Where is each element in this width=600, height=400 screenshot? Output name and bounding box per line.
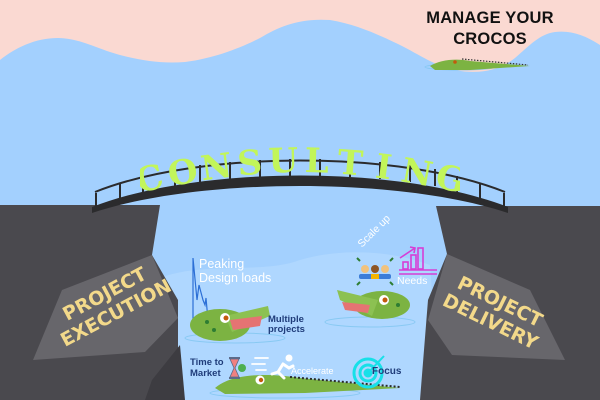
water-light xyxy=(155,252,440,400)
consulting-letter: I xyxy=(373,147,394,189)
team-scale-up-icon xyxy=(356,257,394,286)
consulting-letter: N xyxy=(398,151,436,196)
crocodile-right xyxy=(337,290,410,319)
peaking-label: Peaking Design loads xyxy=(199,257,271,285)
time-to-market-line-2: Market xyxy=(190,368,221,379)
consulting-letter: T xyxy=(336,143,364,185)
crocodile-bottom xyxy=(215,375,401,394)
peaking-graph-line xyxy=(192,257,209,330)
right-cliff-face xyxy=(428,254,565,360)
time-to-market-line-1: Time to xyxy=(190,357,224,368)
pink-header-band xyxy=(0,0,600,72)
consulting-letter: O xyxy=(165,151,201,196)
time-to-market-label: Time to Market xyxy=(190,357,224,379)
consulting-letter: U xyxy=(268,141,299,182)
accelerate-label: Accelerate xyxy=(291,366,334,376)
bridge-deck xyxy=(92,175,508,213)
crocodile-small-top xyxy=(430,58,530,70)
runner-icon xyxy=(251,354,295,380)
peaking-label-line-1: Peaking xyxy=(199,257,245,271)
needs-label: Needs xyxy=(397,275,428,287)
consulting-letter: C xyxy=(140,157,167,200)
page-title: MANAGE YOUR CROCOS xyxy=(390,8,590,50)
peaking-label-line-2: Design loads xyxy=(199,271,272,285)
crocodile-left xyxy=(190,306,270,341)
consulting-letter: L xyxy=(304,141,329,182)
consulting-letter: G xyxy=(432,157,460,200)
focus-target-icon xyxy=(352,355,385,389)
title-line-1: MANAGE YOUR xyxy=(426,9,554,27)
multiple-projects-line-2: projects xyxy=(268,324,305,335)
consulting-letter: S xyxy=(236,143,264,185)
left-cliff-face xyxy=(33,255,178,360)
hourglass-gear-icon xyxy=(229,357,246,379)
multiple-projects-label: Multiple projects xyxy=(268,315,305,335)
needs-chart-icon xyxy=(399,246,437,275)
title-line-2: CROCOS xyxy=(453,30,527,48)
left-cliff-bottom xyxy=(145,345,185,400)
bridge-posts xyxy=(95,159,505,207)
multiple-projects-line-1: Multiple xyxy=(268,314,304,325)
consulting-letter: N xyxy=(198,146,234,190)
focus-label: Focus xyxy=(372,366,402,377)
